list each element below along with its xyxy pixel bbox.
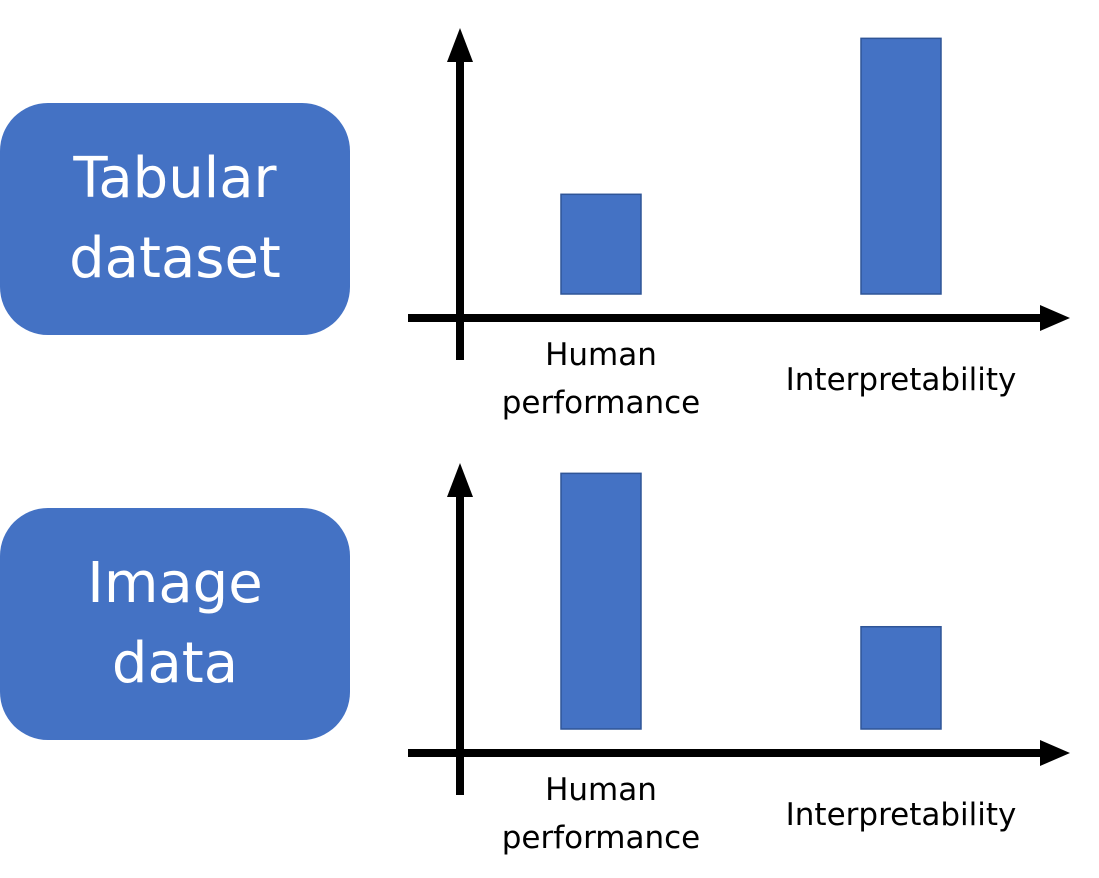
x-axis-arrowhead [1040,740,1070,766]
bar-interpretability [860,625,942,730]
category-label-interpretability: Interpretability [786,362,1017,398]
row-label-tabular-dataset: Tabular dataset [0,103,350,335]
bar-human [560,193,642,295]
y-axis-arrowhead [447,28,473,62]
row-label-image-data: Image data [0,508,350,740]
x-axis-arrowhead [1040,305,1070,331]
bar-interpretability [860,37,942,295]
bar-human [560,472,642,730]
y-axis-arrowhead [447,463,473,497]
category-label-interpretability: Interpretability [786,797,1017,833]
